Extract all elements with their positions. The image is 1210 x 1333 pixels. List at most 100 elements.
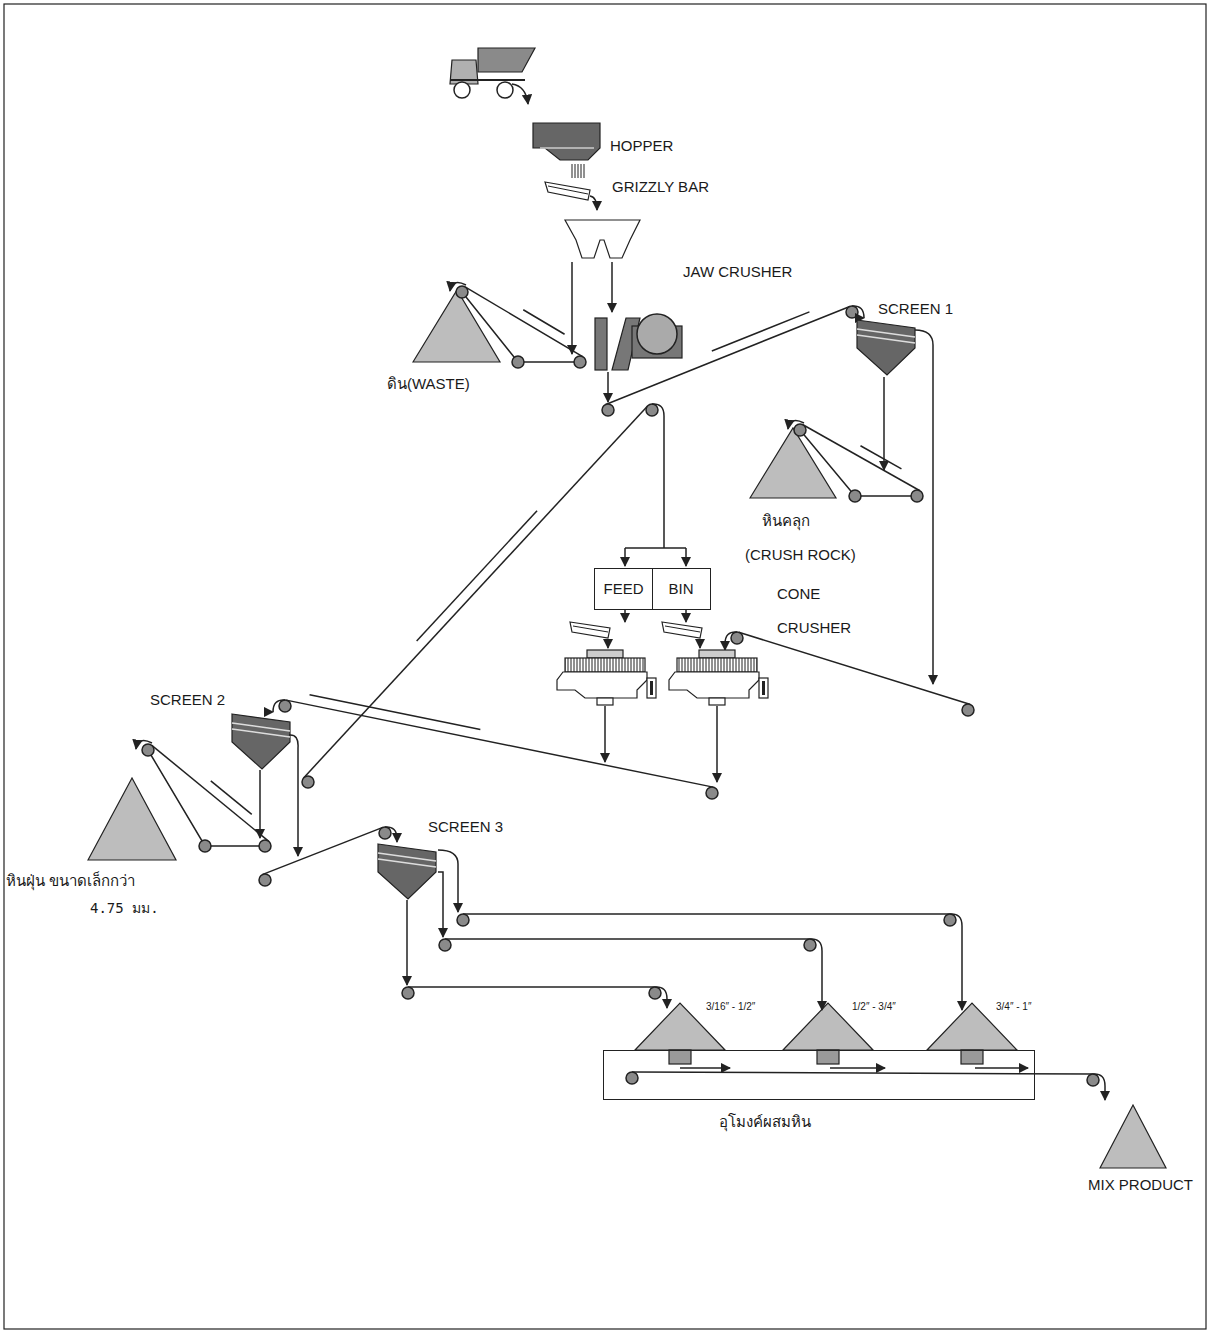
feed-stream [578,164,579,178]
pulley [804,939,816,951]
grizzly-feeder [570,622,610,638]
pulley [142,744,154,756]
stacker-frame [800,430,917,496]
flow-arrow [1093,1074,1105,1100]
cone-cap [587,650,623,658]
flow-arrow [611,262,613,312]
pulley [962,704,974,716]
part-label: SCREEN 3 [428,818,503,836]
pulley [456,286,468,298]
size-range: 3/16″ - 1/2″ [706,998,755,1016]
cone-cap [699,650,735,658]
screen-deck [857,335,915,343]
feed-stream [575,164,576,178]
flow-arrow [136,741,152,749]
stacker-belt [465,287,583,357]
grizzly-bars [573,626,608,632]
vibrating-screen [857,320,915,375]
screen-deck [378,859,436,867]
cone-outlet [597,698,613,705]
flow-arrow [725,632,737,650]
part-label: หินฝุ่น ขนาดเล็กกว่า [6,872,135,890]
stacker-frame [148,750,265,846]
cone-drive [762,681,765,695]
stacker-frame [462,292,580,362]
pulley [259,874,271,886]
part-label: CONE CRUSHER [777,577,857,645]
grizzly-bar [545,182,590,200]
flow-arrow [883,377,885,470]
flow-arrow [624,548,626,566]
flow-arrow [590,196,597,210]
reclaim-feeder [669,1050,691,1064]
stacker-return [861,446,902,469]
conveyor-belt [739,632,970,704]
flow-arrow [512,84,528,104]
flow-arrow [975,1067,1028,1069]
part-label: GRIZZLY BAR [612,178,709,196]
feed-bin-compartment: FEED [594,568,653,610]
flow-arrow [450,283,466,291]
truck-wheel [454,82,470,98]
grizzly-bars [548,186,588,194]
cone-drive [650,681,653,695]
conveyor-return [310,695,481,730]
pulley [279,700,291,712]
pulley [302,776,314,788]
stacker-return [211,781,252,815]
conveyor-belt [286,700,713,787]
split-bar [625,547,686,549]
stockpile [750,428,836,498]
flow-arrow [273,700,285,712]
conveyor-belt [408,986,655,988]
flywheel [637,314,677,354]
flow-arrow [810,939,822,1010]
mixing-tunnel: อุโมงค์ผสมหิน [603,1050,1035,1100]
flow-arrow [571,262,573,354]
pulley [402,987,414,999]
size-range: 3/4″ - 1″ [996,998,1031,1016]
stacker-belt [152,745,269,841]
part-label: ดิน(WASTE) [387,375,470,393]
jaw-plate [595,318,607,370]
conveyor-belt [445,938,810,940]
pulley [649,987,661,999]
feed-bin-compartment: BIN [652,568,711,610]
pulley [259,840,271,852]
part-label: HOPPER [610,137,673,155]
flow-arrow [259,770,261,838]
flow-arrow [607,640,609,648]
cone-body [557,672,647,698]
flow-arrow [685,548,687,566]
feed-stream [572,164,573,178]
flow-arrow [788,421,804,429]
node-text: BIN [668,580,693,598]
flow-arrow [385,827,397,842]
flow-arrow [950,914,962,1010]
vibrating-screen [378,844,436,899]
reclaim-feeder [961,1050,983,1064]
pulley [846,306,858,318]
pulley [439,939,451,951]
stockpile [1100,1105,1166,1168]
flow-arrow [680,1067,730,1069]
flow-arrow [852,306,864,318]
part-label: SCREEN 2 [150,691,225,709]
pulley [457,914,469,926]
flow-arrow [830,1067,885,1069]
flow-arrow [406,900,408,985]
flow-arrow [607,372,609,402]
pulley [706,787,718,799]
pulley [199,840,211,852]
screen-deck [232,729,290,737]
hopper-rim [540,147,594,149]
part-label: SCREEN 1 [878,300,953,318]
flow-arrow [915,330,933,684]
pulley [1087,1074,1099,1086]
conveyor-return [417,511,537,641]
pulley [574,356,586,368]
reclaim-feeder [817,1050,839,1064]
part-label: (CRUSH ROCK) [745,546,856,564]
flow-arrow [624,610,626,622]
